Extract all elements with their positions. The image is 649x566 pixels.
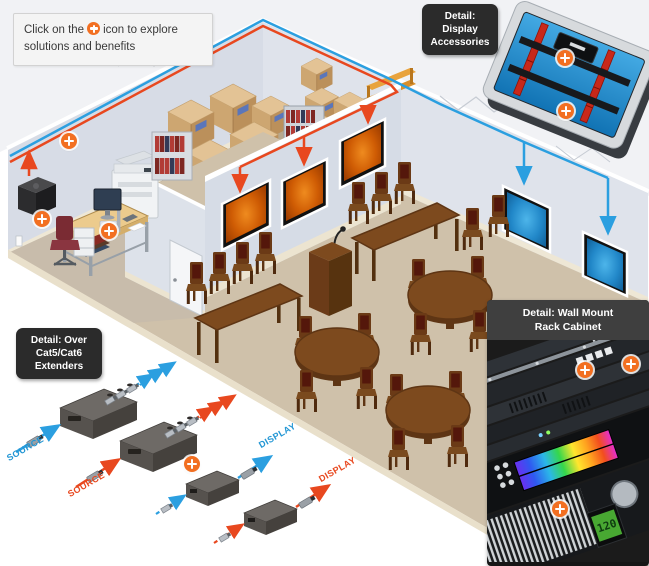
mount-horizontal-rails [507, 36, 631, 115]
rack-lcd-value: 120 [595, 517, 618, 536]
orange-display-1 [220, 177, 272, 253]
plus-icon-wall-cable[interactable] [61, 133, 77, 149]
round-table-2 [385, 371, 471, 470]
plus-icon-extender[interactable] [184, 456, 200, 472]
extender-receiver-2 [243, 499, 298, 535]
wall-av-device [18, 177, 56, 216]
extender-detail-cluster [15, 361, 332, 544]
office [18, 131, 193, 276]
plus-icon [87, 22, 101, 35]
conference-table-2 [350, 202, 461, 281]
blue-display-1 [501, 184, 552, 254]
desk-phone [122, 214, 138, 222]
office-binder-shelf [151, 131, 193, 181]
cable-run-blue [9, 18, 617, 236]
detail-label-rack: Detail: Wall Mount Rack Cabinet [487, 300, 649, 341]
round-table-3 [407, 256, 493, 355]
papers [127, 222, 147, 232]
plus-icon-office-desk[interactable] [101, 223, 117, 239]
plus-icon-mount-rail-top[interactable] [557, 50, 573, 66]
cable-run-orange [9, 24, 400, 194]
desk-monitor [93, 188, 122, 220]
plus-icon-mount-rail-bottom[interactable] [558, 103, 574, 119]
rack-cabinet-panel: Detail: Wall Mount Rack Cabinet [487, 300, 649, 566]
mount-vertical-rails [512, 22, 616, 124]
instruction-text-before: Click on the [24, 24, 85, 36]
wall-outlet [15, 235, 23, 247]
conference-furniture [186, 162, 509, 470]
rotary-knob [610, 480, 639, 509]
podium [309, 226, 352, 316]
blue-display-2 [581, 230, 629, 298]
detail-label-extenders: Detail: Over Cat5/Cat6 Extenders [16, 328, 102, 379]
display-mount-panel [482, 1, 649, 159]
plus-icon-rack-unit-right[interactable] [623, 356, 639, 372]
door-handle [173, 278, 177, 282]
conference-table-1 [193, 283, 304, 363]
round-table-1 [294, 313, 380, 412]
detail-label-display-accessories: Detail: Display Accessories [422, 4, 498, 55]
office-chair [50, 216, 80, 266]
rack-illustration: 120 [487, 340, 649, 563]
plus-icon-rack-unit-left[interactable] [577, 362, 593, 378]
rack-units: 120 [487, 340, 649, 563]
plus-icon-av-device[interactable] [34, 211, 50, 227]
instruction-text-after: icon to explore solutions and benefits [24, 24, 178, 54]
orange-display-3 [338, 116, 387, 191]
mounted-av-device [553, 32, 599, 64]
plus-icon-rack-pdu[interactable] [552, 501, 568, 517]
extender-receiver-1 [185, 470, 240, 506]
rack-lcd: 120 [586, 503, 628, 549]
